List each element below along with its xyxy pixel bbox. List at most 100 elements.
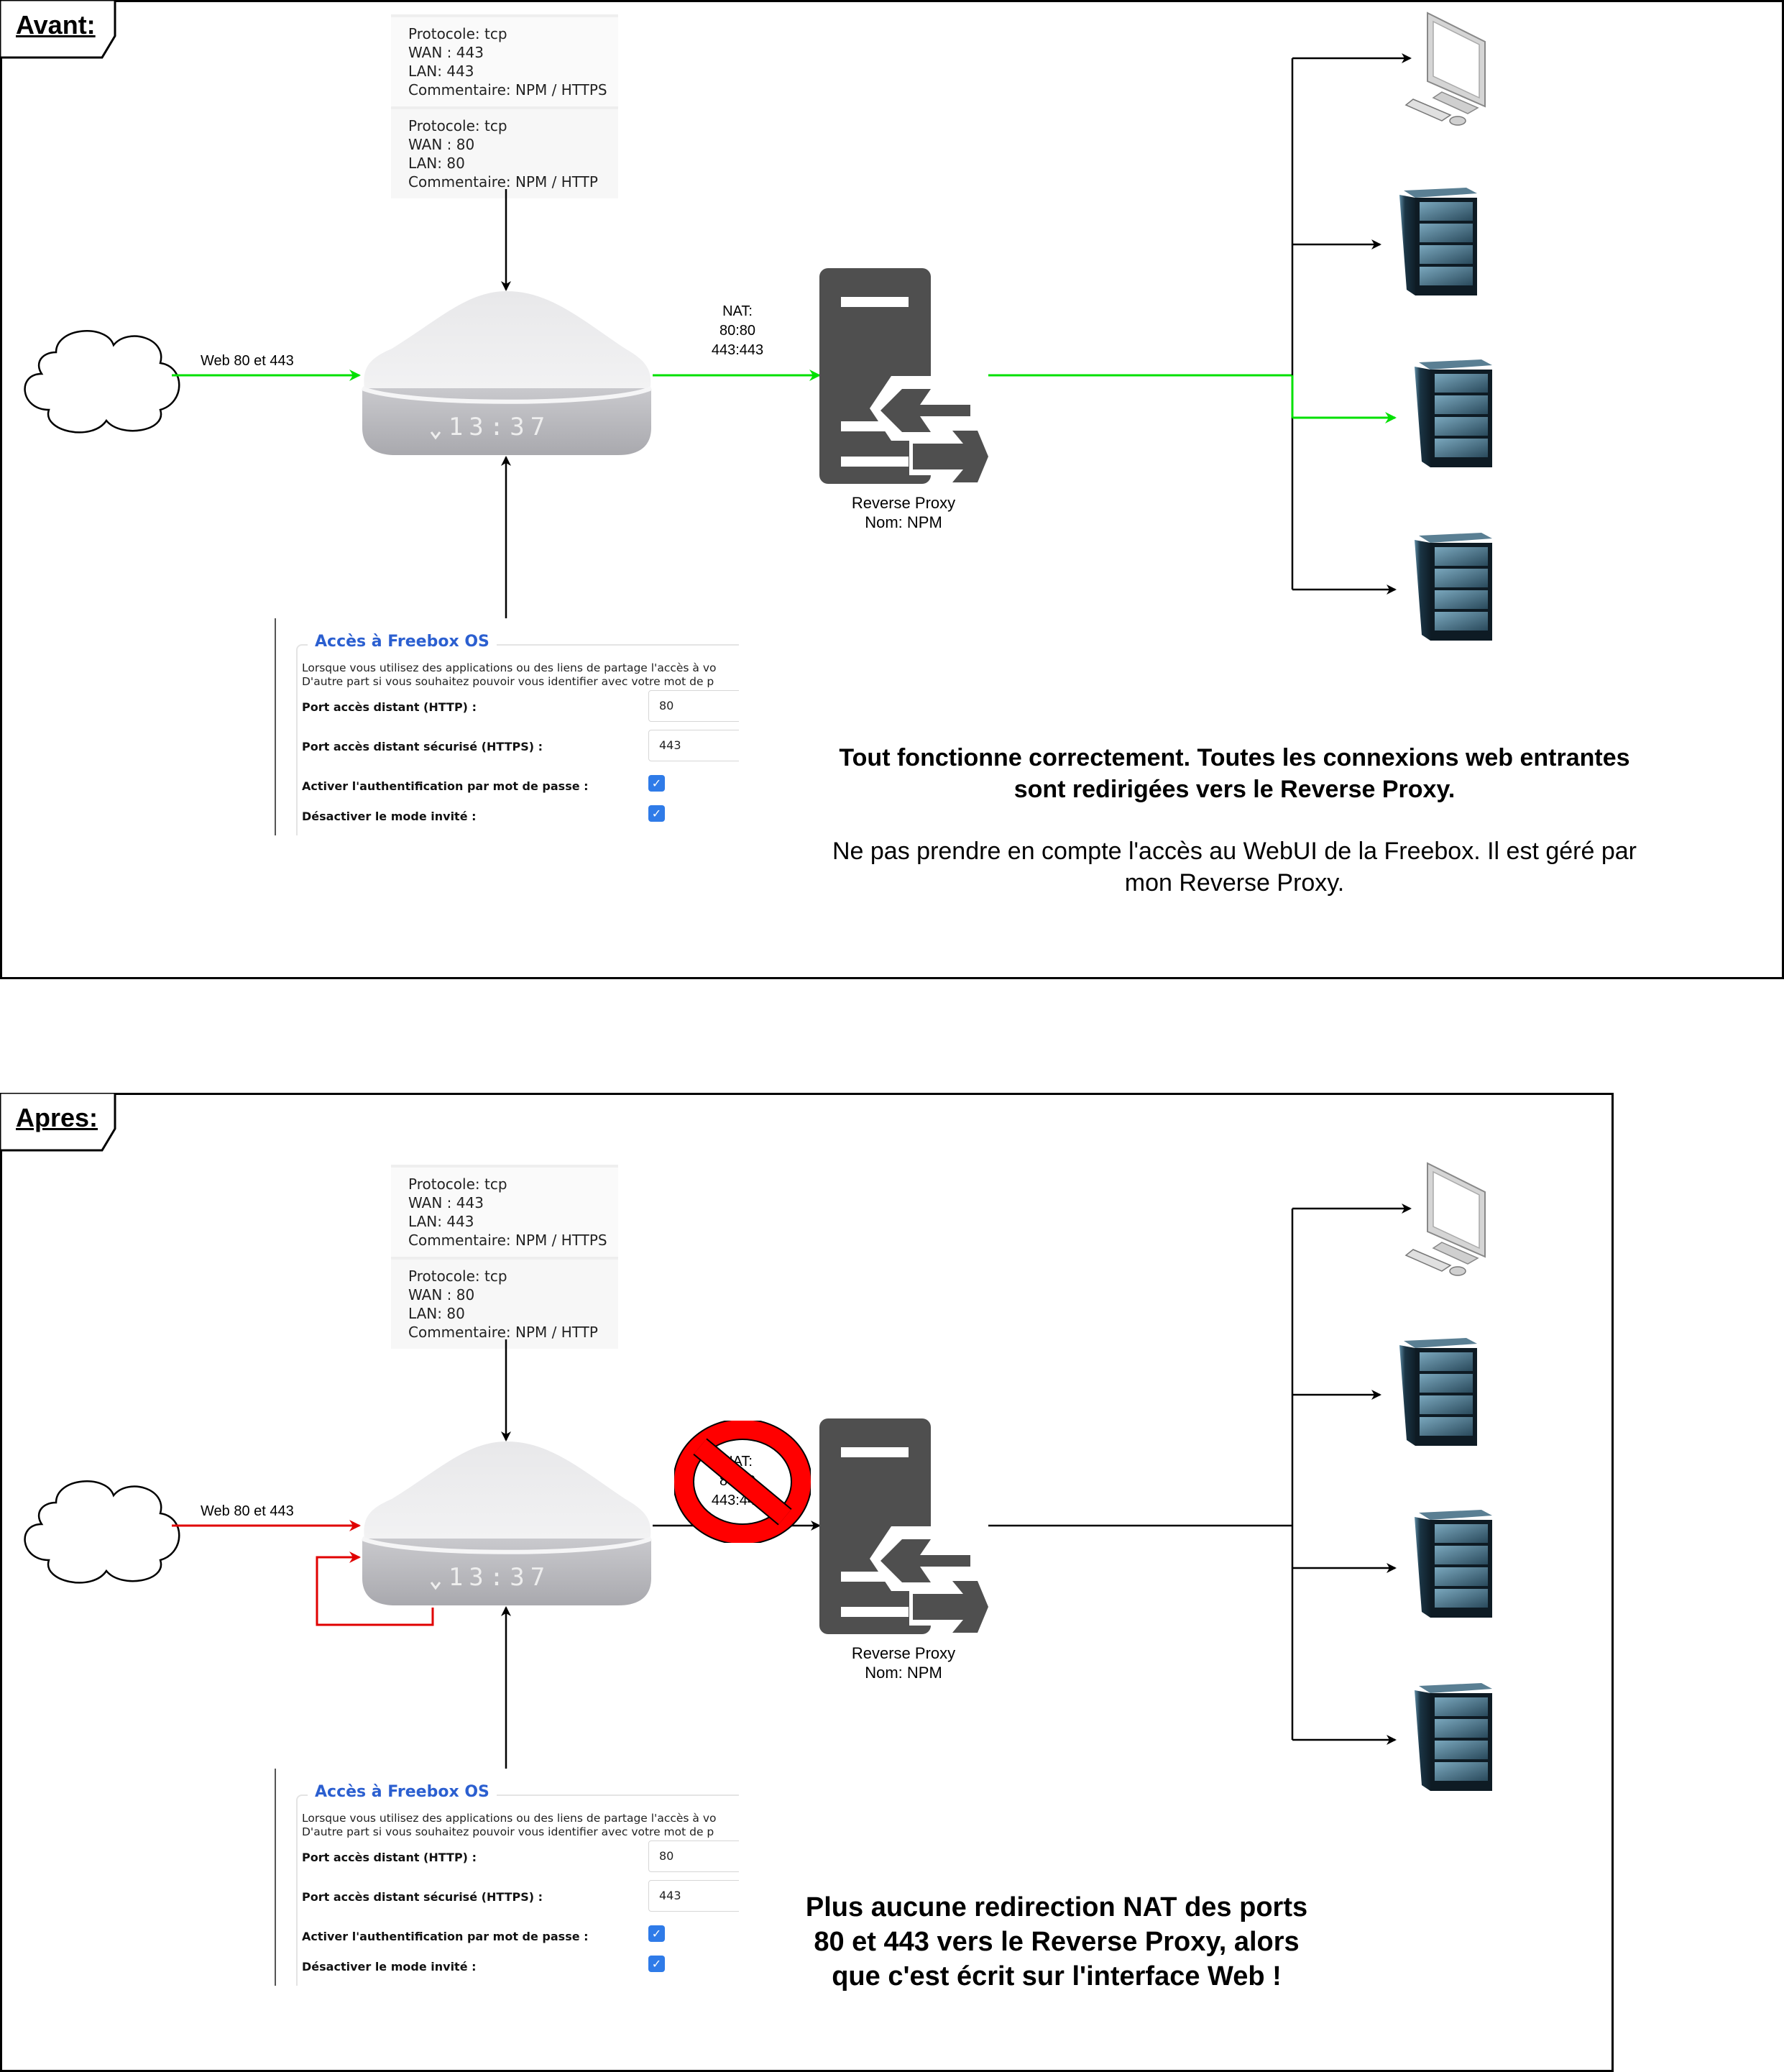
https-port-label: Port accès distant sécurisé (HTTPS) : bbox=[302, 1890, 543, 1904]
panel-tag-label: Avant: bbox=[16, 10, 96, 40]
port-forward-entry: Protocole: tcp WAN : 80 LAN: 80 Commenta… bbox=[391, 1257, 618, 1349]
https-port-input[interactable]: 443 bbox=[648, 1880, 739, 1912]
pf-lan: LAN: 443 bbox=[408, 1213, 474, 1230]
pf-protocol: Protocole: tcp bbox=[408, 117, 507, 134]
check-icon: ✓ bbox=[651, 807, 662, 820]
password-auth-label: Activer l'authentification par mot de pa… bbox=[302, 779, 589, 793]
server-icon bbox=[1415, 359, 1492, 467]
settings-fieldset bbox=[296, 1794, 739, 1986]
note-line: mon Reverse Proxy. bbox=[1124, 869, 1345, 897]
pf-protocol: Protocole: tcp bbox=[408, 1268, 507, 1285]
port-forward-entry: Protocole: tcp WAN : 443 LAN: 443 Commen… bbox=[391, 17, 618, 106]
settings-description: Lorsque vous utilisez des applications o… bbox=[302, 1812, 716, 1839]
pf-wan: WAN : 443 bbox=[408, 44, 484, 61]
pf-wan: WAN : 80 bbox=[408, 1286, 475, 1303]
pf-protocol: Protocole: tcp bbox=[408, 1175, 507, 1193]
note-line: Ne pas prendre en compte l'accès au WebU… bbox=[832, 838, 1637, 865]
freebox-router-icon bbox=[362, 291, 651, 455]
description-line: Lorsque vous utilisez des applications o… bbox=[302, 1812, 717, 1825]
settings-fieldset bbox=[296, 644, 739, 835]
status-note: Tout fonctionne correctement. Toutes les… bbox=[776, 742, 1693, 899]
diagram-apres bbox=[24, 1163, 1492, 1791]
settings-title: Accès à Freebox OS bbox=[308, 1783, 497, 1801]
pf-comment: Commentaire: NPM / HTTP bbox=[408, 173, 598, 191]
pf-protocol: Protocole: tcp bbox=[408, 25, 507, 42]
internet-edge-label: Web 80 et 443 bbox=[201, 353, 294, 369]
password-auth-label: Activer l'authentification par mot de pa… bbox=[302, 1930, 589, 1943]
panel-tag-apres: Apres: bbox=[0, 1091, 122, 1155]
server-icon bbox=[1415, 1683, 1492, 1791]
guest-mode-checkbox[interactable]: ✓ bbox=[648, 805, 665, 822]
note-line: 80 et 443 vers le Reverse Proxy, alors bbox=[814, 1927, 1300, 1957]
check-icon: ✓ bbox=[651, 1927, 662, 1940]
desktop-icon bbox=[1405, 1163, 1486, 1276]
proxy-name: Nom: NPM bbox=[865, 1664, 942, 1682]
http-port-input[interactable]: 80 bbox=[648, 1840, 739, 1872]
guest-mode-label: Désactiver le mode invité : bbox=[302, 810, 477, 823]
reverse-proxy-icon bbox=[819, 1418, 988, 1637]
panel-apres bbox=[0, 1093, 1614, 2072]
router-loopback-link bbox=[316, 1551, 434, 1626]
server-icon bbox=[1399, 188, 1477, 295]
note-line: Plus aucune redirection NAT des ports bbox=[805, 1892, 1308, 1922]
https-port-label: Port accès distant sécurisé (HTTPS) : bbox=[302, 740, 543, 753]
http-port-label: Port accès distant (HTTP) : bbox=[302, 700, 477, 714]
server-icon bbox=[1415, 533, 1492, 641]
pf-wan: WAN : 443 bbox=[408, 1194, 484, 1211]
check-icon: ✓ bbox=[651, 776, 662, 790]
password-auth-checkbox[interactable]: ✓ bbox=[648, 1925, 665, 1942]
internet-edge-label: Web 80 et 443 bbox=[201, 1503, 294, 1519]
pf-lan: LAN: 443 bbox=[408, 63, 474, 80]
description-line: D'autre part si vous souhaitez pouvoir v… bbox=[302, 675, 714, 688]
panel-tag-avant: Avant: bbox=[0, 0, 122, 63]
proxy-name: Nom: NPM bbox=[865, 513, 942, 531]
server-icon bbox=[1399, 1338, 1477, 1446]
proxy-title: Reverse Proxy bbox=[851, 1644, 956, 1662]
guest-mode-checkbox[interactable]: ✓ bbox=[648, 1956, 665, 1972]
pf-comment: Commentaire: NPM / HTTP bbox=[408, 1324, 598, 1341]
desktop-icon bbox=[1405, 12, 1486, 126]
port-forward-list: Protocole: tcp WAN : 443 LAN: 443 Commen… bbox=[391, 14, 618, 198]
http-port-label: Port accès distant (HTTP) : bbox=[302, 1851, 477, 1864]
description-line: Lorsque vous utilisez des applications o… bbox=[302, 661, 717, 674]
guest-mode-label: Désactiver le mode invité : bbox=[302, 1960, 477, 1974]
port-forward-entry: Protocole: tcp WAN : 443 LAN: 443 Commen… bbox=[391, 1168, 618, 1257]
password-auth-checkbox[interactable]: ✓ bbox=[648, 775, 665, 792]
freebox-router-icon bbox=[362, 1441, 651, 1605]
nat-label: NAT: 80:80 443:443 bbox=[702, 302, 773, 360]
internet-cloud-icon bbox=[24, 330, 180, 434]
port-forward-list: Protocole: tcp WAN : 443 LAN: 443 Commen… bbox=[391, 1165, 618, 1349]
freebox-os-settings: Accès à Freebox OS Lorsque vous utilisez… bbox=[275, 618, 739, 835]
port-forward-entry: Protocole: tcp WAN : 80 LAN: 80 Commenta… bbox=[391, 106, 618, 198]
settings-description: Lorsque vous utilisez des applications o… bbox=[302, 661, 716, 689]
blocked-sign-icon bbox=[674, 1421, 811, 1543]
description-line: D'autre part si vous souhaitez pouvoir v… bbox=[302, 1825, 714, 1838]
status-note: Plus aucune redirection NAT des ports 80… bbox=[783, 1890, 1330, 1994]
pf-wan: WAN : 80 bbox=[408, 136, 475, 153]
https-port-input[interactable]: 443 bbox=[648, 730, 739, 761]
settings-title: Accès à Freebox OS bbox=[308, 633, 497, 651]
tag-shape bbox=[0, 0, 116, 59]
nat-label-line: 80:80 bbox=[719, 323, 756, 339]
freebox-os-settings: Accès à Freebox OS Lorsque vous utilisez… bbox=[275, 1769, 739, 1986]
diagram-avant bbox=[24, 12, 1492, 641]
tag-shape bbox=[0, 1091, 116, 1152]
pf-lan: LAN: 80 bbox=[408, 1305, 465, 1322]
pf-comment: Commentaire: NPM / HTTPS bbox=[408, 1232, 607, 1249]
pf-comment: Commentaire: NPM / HTTPS bbox=[408, 81, 607, 98]
nat-label-line: 443:443 bbox=[711, 342, 764, 358]
nat-label-line: NAT: bbox=[722, 303, 753, 319]
proxy-label: Reverse Proxy Nom: NPM bbox=[810, 1644, 997, 1682]
check-icon: ✓ bbox=[651, 1957, 662, 1971]
proxy-label: Reverse Proxy Nom: NPM bbox=[810, 493, 997, 532]
internet-cloud-icon bbox=[24, 1480, 180, 1584]
note-line: Tout fonctionne correctement. Toutes les… bbox=[839, 744, 1630, 771]
panel-tag-label: Apres: bbox=[16, 1103, 98, 1132]
reverse-proxy-icon bbox=[819, 268, 988, 487]
pf-lan: LAN: 80 bbox=[408, 155, 465, 172]
server-icon bbox=[1415, 1510, 1492, 1618]
note-line: sont redirigées vers le Reverse Proxy. bbox=[1013, 776, 1456, 803]
http-port-input[interactable]: 80 bbox=[648, 690, 739, 722]
proxy-title: Reverse Proxy bbox=[851, 494, 956, 512]
